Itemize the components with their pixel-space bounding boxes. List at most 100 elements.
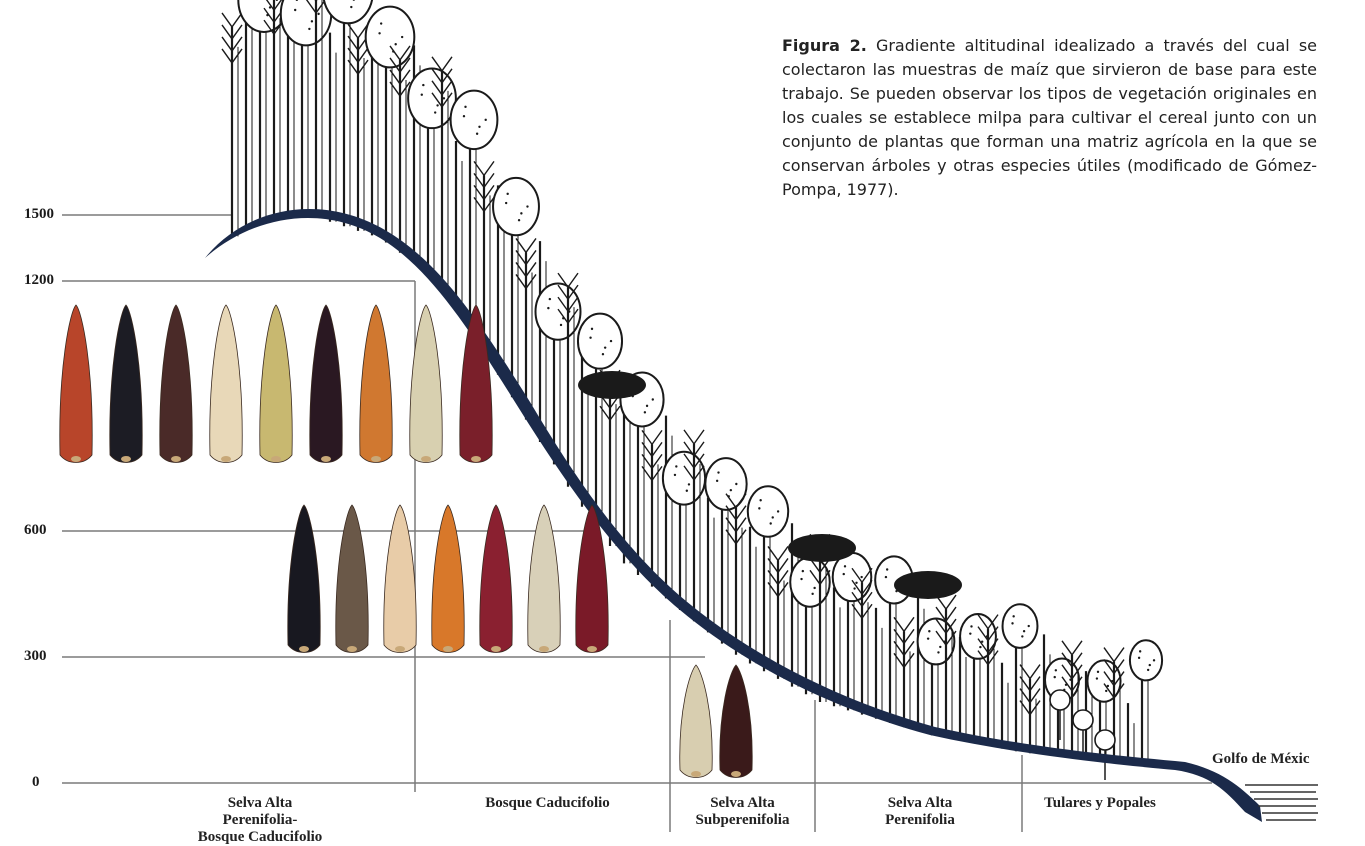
tree-crown	[663, 452, 705, 505]
maize-ear	[680, 665, 712, 778]
zone-label-line: Perenifolia	[860, 812, 980, 829]
shrub-crown	[1050, 690, 1070, 710]
maize-ear	[336, 505, 368, 653]
crown-dot	[811, 593, 813, 595]
crown-dot	[506, 193, 508, 195]
crown-dot	[979, 646, 981, 648]
maize-base	[731, 771, 741, 777]
crown-dot	[505, 202, 507, 204]
tree-branch	[778, 558, 788, 572]
crown-dot	[1149, 664, 1151, 666]
crown-dot	[844, 565, 846, 567]
tree-crown	[1003, 604, 1038, 648]
crown-dot	[478, 126, 480, 128]
crown-dot	[853, 587, 855, 589]
crown-dot	[970, 625, 972, 627]
zone-label-selva-alta-perenifolia: Selva Alta Perenifolia	[860, 795, 980, 829]
crown-dot	[717, 471, 719, 473]
crown-dot	[294, 9, 296, 11]
crown-dot	[928, 630, 930, 632]
crown-dot	[464, 106, 466, 108]
tree-branch	[568, 273, 578, 287]
crown-dot	[885, 576, 887, 578]
zone-label-selva-alta-subperenifolia: Selva Alta Subperenifolia	[680, 795, 805, 829]
tree-branch	[904, 617, 914, 631]
crown-dot	[1011, 622, 1013, 624]
maize-ear	[480, 505, 512, 653]
crown-dot	[476, 133, 478, 135]
maize-ear	[110, 305, 142, 463]
crown-dot	[1012, 615, 1014, 617]
crown-dot	[1105, 690, 1107, 692]
crown-dot	[843, 573, 845, 575]
crown-dot	[759, 499, 761, 501]
crown-dot	[686, 490, 688, 492]
tree-branch	[684, 430, 694, 444]
maize-ear	[384, 505, 416, 653]
tree-branch	[484, 173, 494, 187]
altitude-label-0: 0	[32, 774, 72, 791]
maize-ear	[720, 665, 752, 778]
tree-branch	[862, 604, 872, 618]
maize-ear	[310, 305, 342, 463]
tree-crown	[1130, 640, 1162, 680]
crown-dot	[518, 219, 520, 221]
maize-base	[471, 456, 481, 462]
crown-dot	[1097, 671, 1099, 673]
tree-branch	[222, 25, 232, 39]
zone-label-bosque-caducifolio: Bosque Caducifolio	[455, 795, 640, 812]
crown-dot	[394, 43, 396, 45]
tree-branch	[904, 641, 914, 655]
crown-dot	[813, 587, 815, 589]
tree-crown	[790, 557, 829, 606]
zone-label-line: Selva Alta	[860, 795, 980, 812]
crown-dot	[560, 324, 562, 326]
tree-branch	[222, 37, 232, 51]
crown-dot	[463, 115, 465, 117]
tree-branch	[946, 595, 956, 609]
tree-branch	[652, 466, 662, 480]
crown-dot	[1153, 659, 1155, 661]
tree-branch	[1030, 689, 1040, 703]
crown-dot	[777, 510, 779, 512]
maize-ear	[360, 305, 392, 463]
crown-dot	[434, 111, 436, 113]
tree-branch	[484, 185, 494, 199]
tree-branch	[946, 607, 956, 621]
tree-branch	[1072, 641, 1082, 655]
crown-dot	[1139, 650, 1141, 652]
zone-label-tulares-y-popales: Tulares y Popales	[1030, 795, 1170, 812]
tree-branch	[694, 442, 704, 456]
tree-branch	[1030, 665, 1040, 679]
tree-branch	[652, 442, 662, 456]
crown-dot	[800, 578, 802, 580]
tree-branch	[1072, 653, 1082, 667]
crown-dot	[308, 28, 310, 30]
crown-dot	[421, 93, 423, 95]
maize-ear	[60, 305, 92, 463]
tree-branch	[222, 13, 232, 27]
crown-dot	[652, 398, 654, 400]
crown-dot	[674, 474, 676, 476]
maize-base	[271, 456, 281, 462]
tree-branch	[1062, 641, 1072, 655]
tree-branch	[904, 629, 914, 643]
crown-dot	[520, 212, 522, 214]
tree-branch	[526, 250, 536, 264]
crown-dot	[716, 480, 718, 482]
crown-dot	[1054, 676, 1056, 678]
crown-dot	[380, 22, 382, 24]
tree-branch	[526, 262, 536, 276]
tree-branch	[1030, 701, 1040, 715]
tree-branch	[736, 506, 746, 520]
tree-branch	[904, 653, 914, 667]
crown-dot	[969, 632, 971, 634]
crown-dot	[602, 353, 604, 355]
caption-text: Gradiente altitudinal idealizado a travé…	[782, 36, 1317, 199]
crown-dot	[886, 568, 888, 570]
crown-dot	[610, 340, 612, 342]
gulf-label: Golfo de Méxic	[1212, 751, 1309, 768]
tree-branch	[222, 49, 232, 63]
crown-dot	[547, 307, 549, 309]
crown-dot	[549, 298, 551, 300]
